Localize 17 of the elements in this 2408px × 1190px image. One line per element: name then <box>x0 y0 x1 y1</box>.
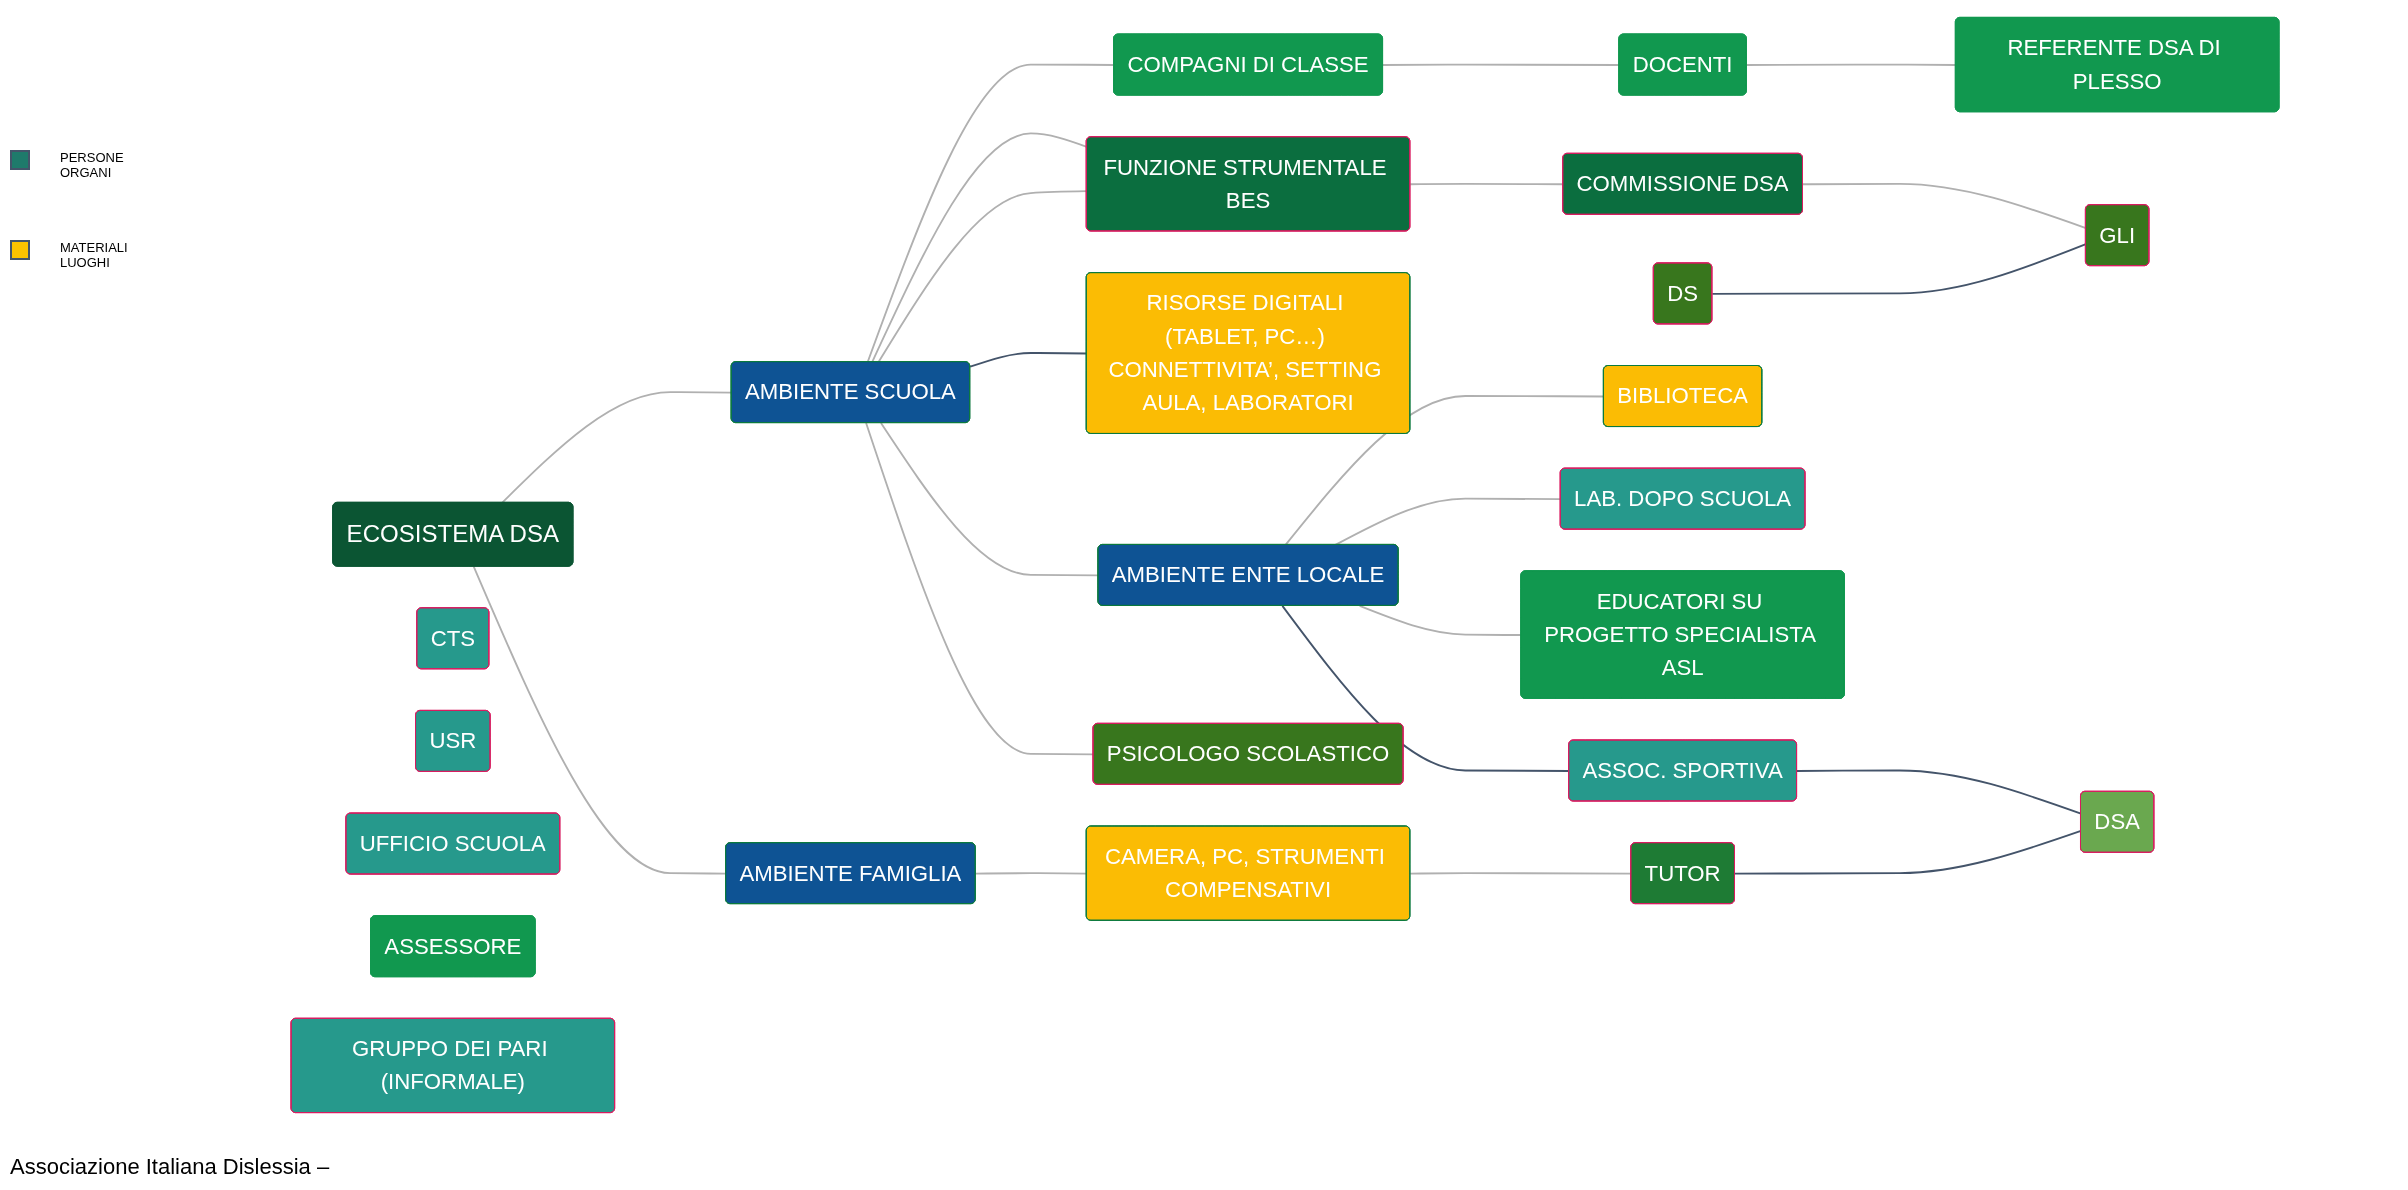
connector <box>1745 63 1957 66</box>
connector <box>969 352 1088 368</box>
connector <box>1734 830 2082 875</box>
connector <box>866 63 1115 363</box>
connector <box>974 872 1088 875</box>
connector <box>1711 243 2087 295</box>
connector <box>1802 182 2087 230</box>
connector <box>1796 769 2082 815</box>
legend-label: PERSONE ORGANI <box>60 150 125 180</box>
connector <box>501 391 733 504</box>
connector <box>472 565 727 875</box>
caption: Associazione Italiana Dislessia – <box>10 1154 330 1180</box>
legend-label: MATERIALI LUOGHI <box>60 240 129 270</box>
connector <box>1284 395 1605 546</box>
connector <box>1334 497 1562 546</box>
connector <box>877 190 1088 363</box>
connector <box>871 132 1088 363</box>
